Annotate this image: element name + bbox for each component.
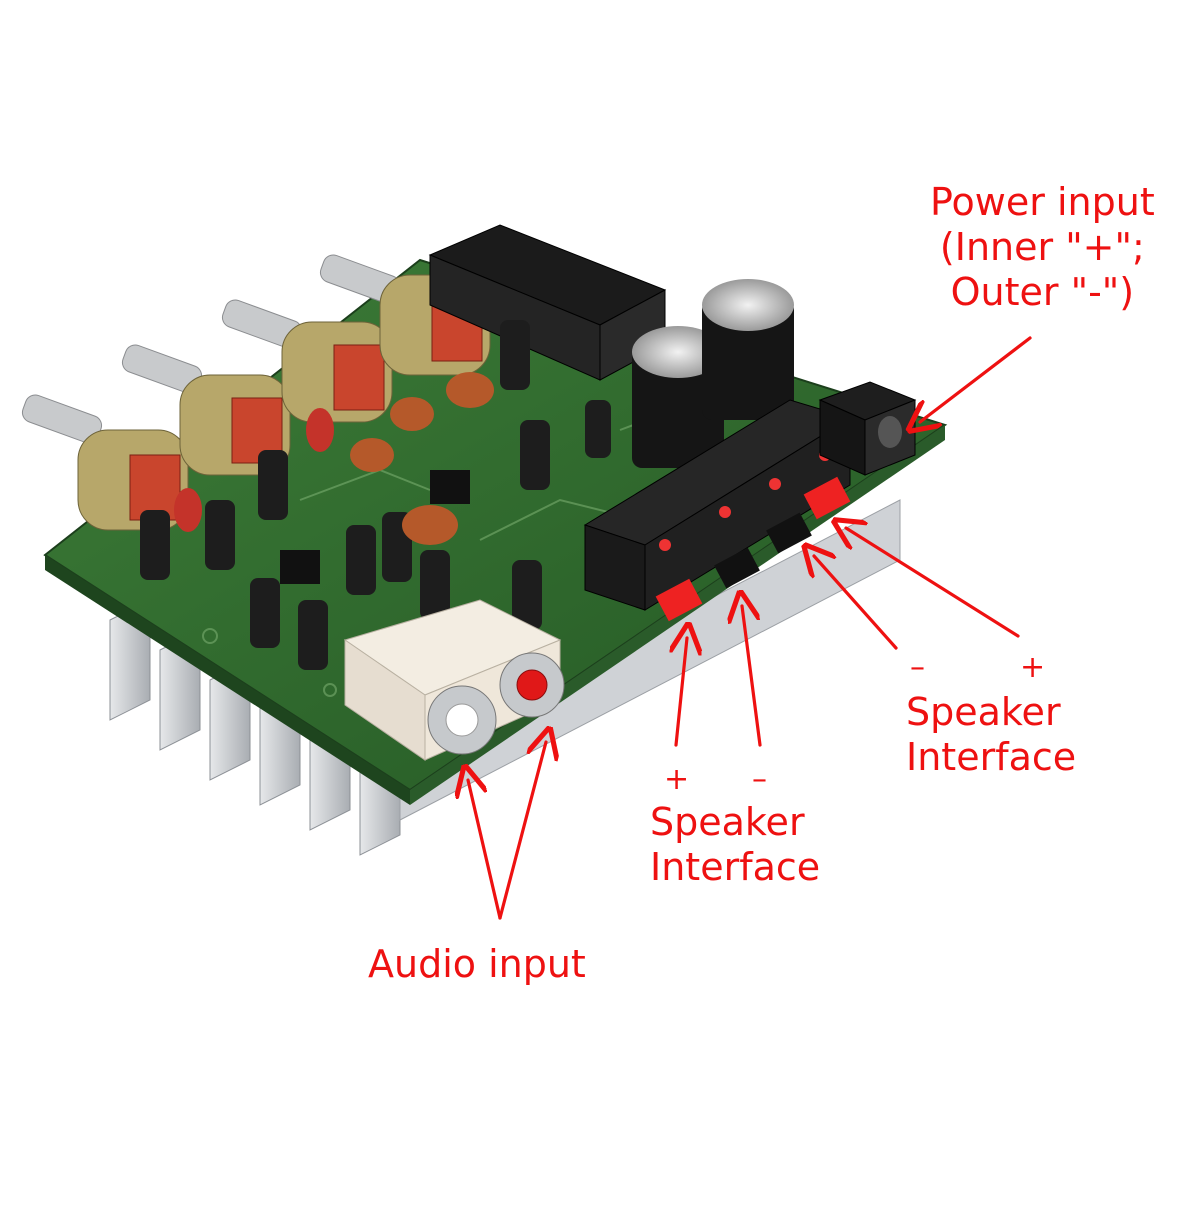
large-capacitors <box>632 279 794 468</box>
speaker-left-label: Speaker Interface <box>650 800 820 890</box>
power-inner-line: (Inner "+"; <box>939 224 1145 269</box>
annotation-arrows <box>468 336 1032 920</box>
speaker-right-minus-arrow <box>814 556 898 650</box>
speaker-left-plus-arrow <box>676 638 687 747</box>
speaker-right-plus-arrow <box>846 528 1020 638</box>
rca-audio-input <box>343 599 565 761</box>
power-input-line: Power input <box>930 180 1155 224</box>
speaker-right-minus-sign: – <box>910 650 925 685</box>
power-outer-line: Outer "-") <box>950 269 1135 314</box>
audio-arrow-right <box>498 742 546 920</box>
audio-input-label: Audio input <box>368 942 586 986</box>
speaker-right-line-1: Speaker <box>906 690 1061 734</box>
speaker-left-minus-arrow <box>742 606 762 747</box>
dc-power-jack <box>818 381 917 476</box>
speaker-terminals <box>583 399 852 622</box>
speaker-left-line-2: Interface <box>650 844 821 889</box>
power-arrow <box>920 336 1032 422</box>
speaker-right-plus-sign: + <box>1020 650 1046 685</box>
power-input-label: Power input (Inner "+"; Outer "-") <box>930 180 1155 314</box>
speaker-left-minus-sign: – <box>752 762 767 797</box>
speaker-right-line-2: Interface <box>906 734 1077 779</box>
speaker-left-plus-sign: + <box>664 762 690 797</box>
small-components <box>140 320 611 670</box>
speaker-right-label: Speaker Interface <box>906 690 1076 780</box>
speaker-left-line-1: Speaker <box>650 800 805 844</box>
audio-arrow-left <box>468 780 502 920</box>
